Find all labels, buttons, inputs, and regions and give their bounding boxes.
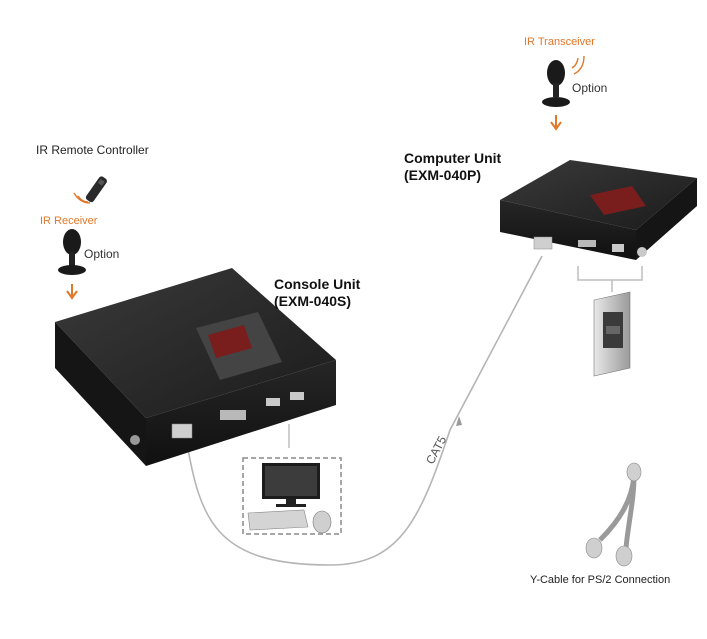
computer-unit-name: Computer Unit — [404, 150, 502, 166]
cat5-cable — [185, 255, 543, 566]
ir-signal-icon — [73, 192, 91, 204]
ir-receiver-label: IR Receiver — [40, 215, 98, 227]
computer-unit-model: (EXM-040P) — [404, 167, 482, 183]
pc-tower-icon — [593, 291, 631, 377]
console-unit-title: Console Unit (EXM-040S) — [274, 276, 360, 310]
console-unit-name: Console Unit — [274, 276, 361, 292]
ir-remote-icon — [85, 176, 107, 203]
orange-arrow-left — [66, 284, 78, 300]
orange-arrow-right — [550, 115, 562, 131]
y-cable-label: Y-Cable for PS/2 Connection — [530, 574, 671, 586]
option-label-left: Option — [84, 247, 120, 261]
computer-connector-bracket — [577, 266, 643, 292]
console-unit-model: (EXM-040S) — [274, 293, 352, 309]
computer-unit-icon — [500, 160, 697, 260]
ir-transceiver-icon — [542, 60, 570, 107]
cable-arrow — [456, 416, 462, 426]
peripherals-box — [242, 457, 342, 535]
mouse-icon — [312, 510, 332, 534]
keyboard-icon — [247, 509, 309, 531]
y-cable-icon — [585, 462, 642, 567]
ir-transceiver-label: IR Transceiver — [524, 36, 595, 48]
console-unit-icon — [55, 268, 336, 466]
monitor-icon — [262, 463, 320, 507]
option-label-right: Option — [572, 81, 608, 95]
ir-receiver-icon — [58, 229, 86, 275]
ir-signal-icon-right — [571, 55, 585, 75]
ir-remote-controller-label: IR Remote Controller — [36, 143, 149, 157]
computer-unit-title: Computer Unit (EXM-040P) — [404, 150, 501, 184]
